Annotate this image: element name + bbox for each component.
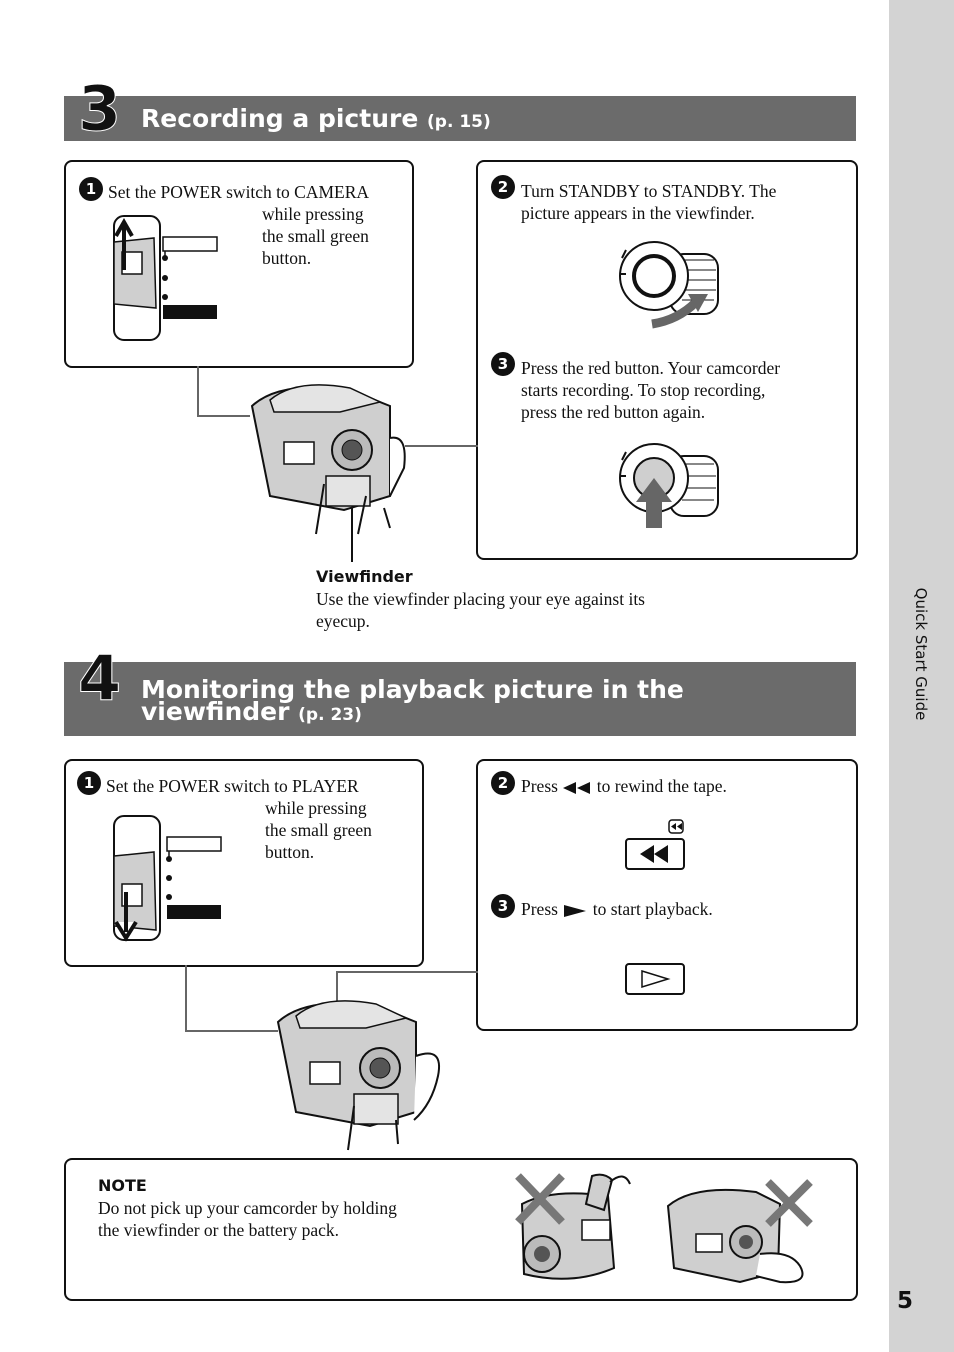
step-text: Set the POWER switch to PLAYER xyxy=(106,776,359,796)
step-text: starts recording. To stop recording, xyxy=(521,380,766,400)
step-text: the small green xyxy=(265,820,372,840)
page-number: 5 xyxy=(897,1288,914,1314)
section-3-title-row: Recording a picture (p. 15) xyxy=(141,106,491,133)
section-3-title: Recording a picture xyxy=(141,104,419,133)
section-4-header: 4 Monitoring the playback picture in the… xyxy=(64,647,856,736)
rewind-button-icon[interactable] xyxy=(622,818,688,874)
power-switch-player-illustration xyxy=(113,815,222,942)
record-button-icon xyxy=(619,443,719,528)
section-3-number: 3 xyxy=(77,72,122,145)
step-text: button. xyxy=(265,842,315,862)
section-3-ref: (p. 15) xyxy=(427,112,491,132)
camcorder-illustration xyxy=(250,384,406,535)
step-marker: 1 xyxy=(79,177,103,201)
step-text: picture appears in the viewfinder. xyxy=(521,203,755,223)
side-tab xyxy=(889,0,954,1352)
note-text: Do not pick up your camcorder by holding xyxy=(98,1198,397,1218)
viewfinder-label: Viewfinder xyxy=(316,567,413,586)
step-text: the small green xyxy=(262,226,369,246)
note-label: NOTE xyxy=(98,1176,147,1195)
camcorder-playback-illustration xyxy=(276,1000,440,1151)
step-text: Press the red button. Your camcorder xyxy=(521,358,781,378)
step-marker: 2 xyxy=(491,771,515,795)
step-text: Press xyxy=(521,776,558,796)
wrong-hold-battery-illustration xyxy=(666,1179,813,1284)
step-text: Turn STANDBY to STANDBY. The xyxy=(521,181,777,201)
step-marker: 2 xyxy=(491,175,515,199)
note-text: the viewfinder or the battery pack. xyxy=(98,1220,340,1240)
standby-dial-icon xyxy=(619,241,719,329)
section-4-title-row-2: viewfinder (p. 23) xyxy=(141,699,362,726)
step-marker: 3 xyxy=(491,894,515,918)
step-text: to rewind the tape. xyxy=(596,776,727,796)
step-2-text-row: Press to rewind the tape. xyxy=(521,775,727,797)
step-marker: 3 xyxy=(491,352,515,376)
rewind-icon xyxy=(563,781,591,794)
step-marker: 1 xyxy=(77,771,101,795)
play-button-icon[interactable] xyxy=(624,962,688,996)
section-4-title-line-1: Monitoring the playback picture in the xyxy=(141,675,684,704)
wrong-hold-viewfinder-illustration xyxy=(515,1173,631,1280)
section-4-title-line-2: viewfinder xyxy=(141,697,290,726)
play-icon xyxy=(564,904,587,917)
section-4-number: 4 xyxy=(77,642,122,715)
viewfinder-text: Use the viewfinder placing your eye agai… xyxy=(316,589,645,609)
step-3-text-row: Press to start playback. xyxy=(521,898,713,920)
section-4-ref: (p. 23) xyxy=(298,705,362,725)
step-text: Press xyxy=(521,899,558,919)
step-text: while pressing xyxy=(262,204,364,224)
step-text: to start playback. xyxy=(592,899,713,919)
step-text: button. xyxy=(262,248,312,268)
step-text: press the red button again. xyxy=(521,402,706,422)
power-switch-camera-illustration xyxy=(113,215,218,341)
step-text: while pressing xyxy=(265,798,367,818)
step-text: Set the POWER switch to CAMERA xyxy=(108,182,370,202)
section-3-header: 3 Recording a picture (p. 15) xyxy=(64,77,856,141)
viewfinder-text: eyecup. xyxy=(316,611,370,631)
